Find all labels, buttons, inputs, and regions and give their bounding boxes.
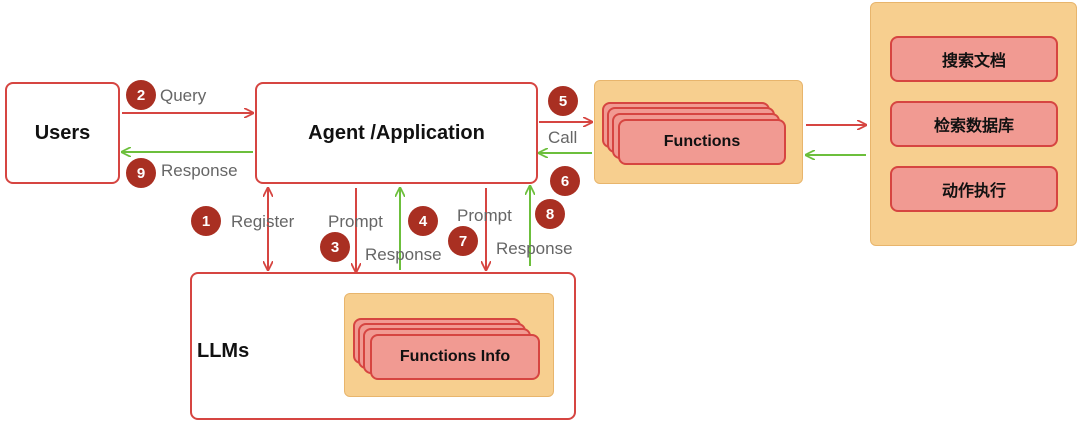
step-badge-6: 6	[550, 166, 580, 196]
step-badge-3: 3	[320, 232, 350, 262]
step-badge-1: 1	[191, 206, 221, 236]
functions-info-card: Functions Info	[370, 334, 540, 380]
tool-search-docs-label: 搜索文档	[941, 53, 1006, 70]
response-label-1: Response	[365, 245, 442, 264]
prompt-label-1: Prompt	[328, 212, 383, 231]
response-label-2: Response	[496, 239, 573, 258]
functions-card: Functions	[618, 119, 786, 165]
tool-action-execution-label: 动作执行	[941, 183, 1006, 200]
tool-query-database: 检索数据库	[890, 101, 1058, 147]
step-badge-9: 9	[126, 158, 156, 188]
tool-search-docs: 搜索文档	[890, 36, 1058, 82]
users-node: Users	[5, 82, 120, 184]
register-label: Register	[231, 212, 295, 231]
query-label: Query	[160, 86, 207, 105]
prompt-label-2: Prompt	[457, 206, 512, 225]
step-badge-7: 7	[448, 226, 478, 256]
step-badge-8: 8	[535, 199, 565, 229]
step-badge-5: 5	[548, 86, 578, 116]
tool-action-execution: 动作执行	[890, 166, 1058, 212]
step-badge-4: 4	[408, 206, 438, 236]
functions-info-label: Functions Info	[399, 348, 511, 365]
step-badge-2: 2	[126, 80, 156, 110]
tool-query-database-label: 检索数据库	[933, 118, 1014, 135]
users-label: Users	[34, 121, 91, 144]
llms-label: LLMs	[197, 340, 250, 362]
call-label: Call	[548, 128, 578, 147]
functions-label: Functions	[663, 133, 741, 150]
agent-application-node: Agent /Application	[255, 82, 538, 184]
agent-application-label: Agent /Application	[308, 121, 485, 144]
response-to-users-label: Response	[161, 161, 238, 180]
